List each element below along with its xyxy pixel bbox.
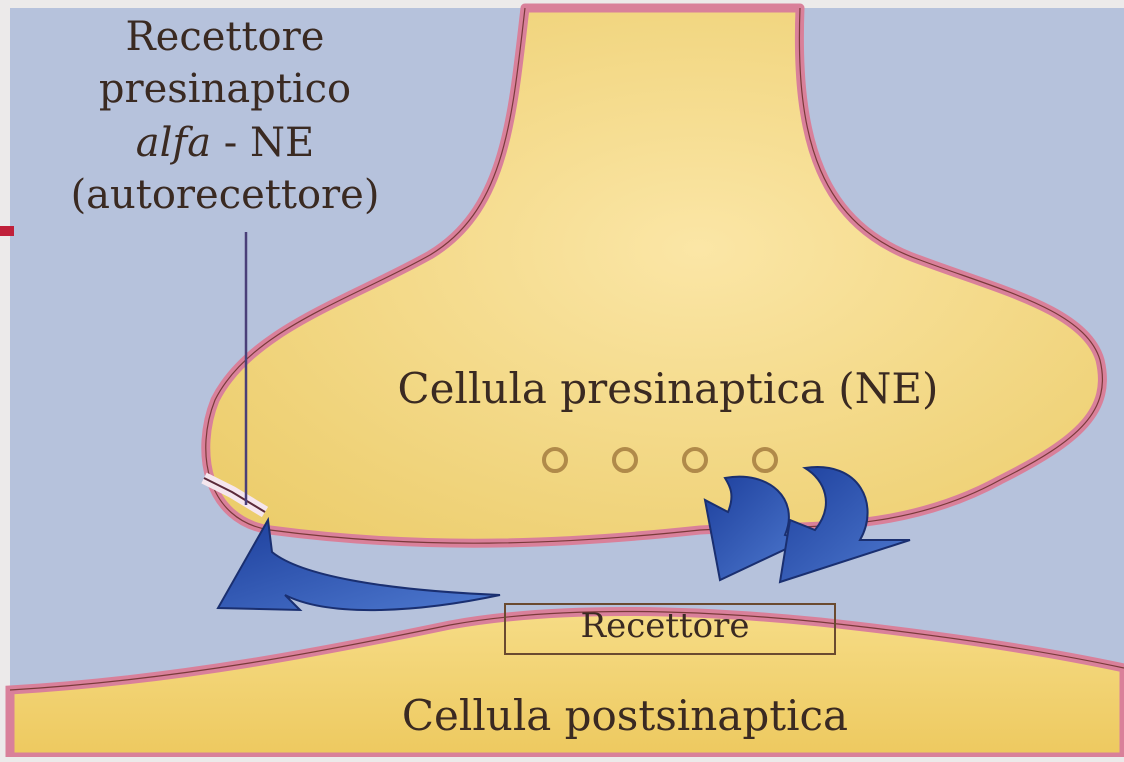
ne-term: - NE (211, 120, 314, 166)
autoreceptor-label-line2: presinaptico (99, 66, 351, 112)
alfa-term: alfa (136, 120, 211, 166)
presynaptic-cell-label: Cellula presinaptica (NE) (398, 364, 939, 413)
receptor-label: Recettore (580, 606, 749, 646)
slide-accent-bar (0, 226, 14, 236)
postsynaptic-cell-label: Cellula postsinaptica (402, 691, 848, 740)
autoreceptor-label-line3: alfa - NE (136, 120, 314, 166)
autoreceptor-label-line4: (autorecettore) (71, 172, 380, 218)
autoreceptor-label-line1: Recettore (126, 14, 325, 60)
